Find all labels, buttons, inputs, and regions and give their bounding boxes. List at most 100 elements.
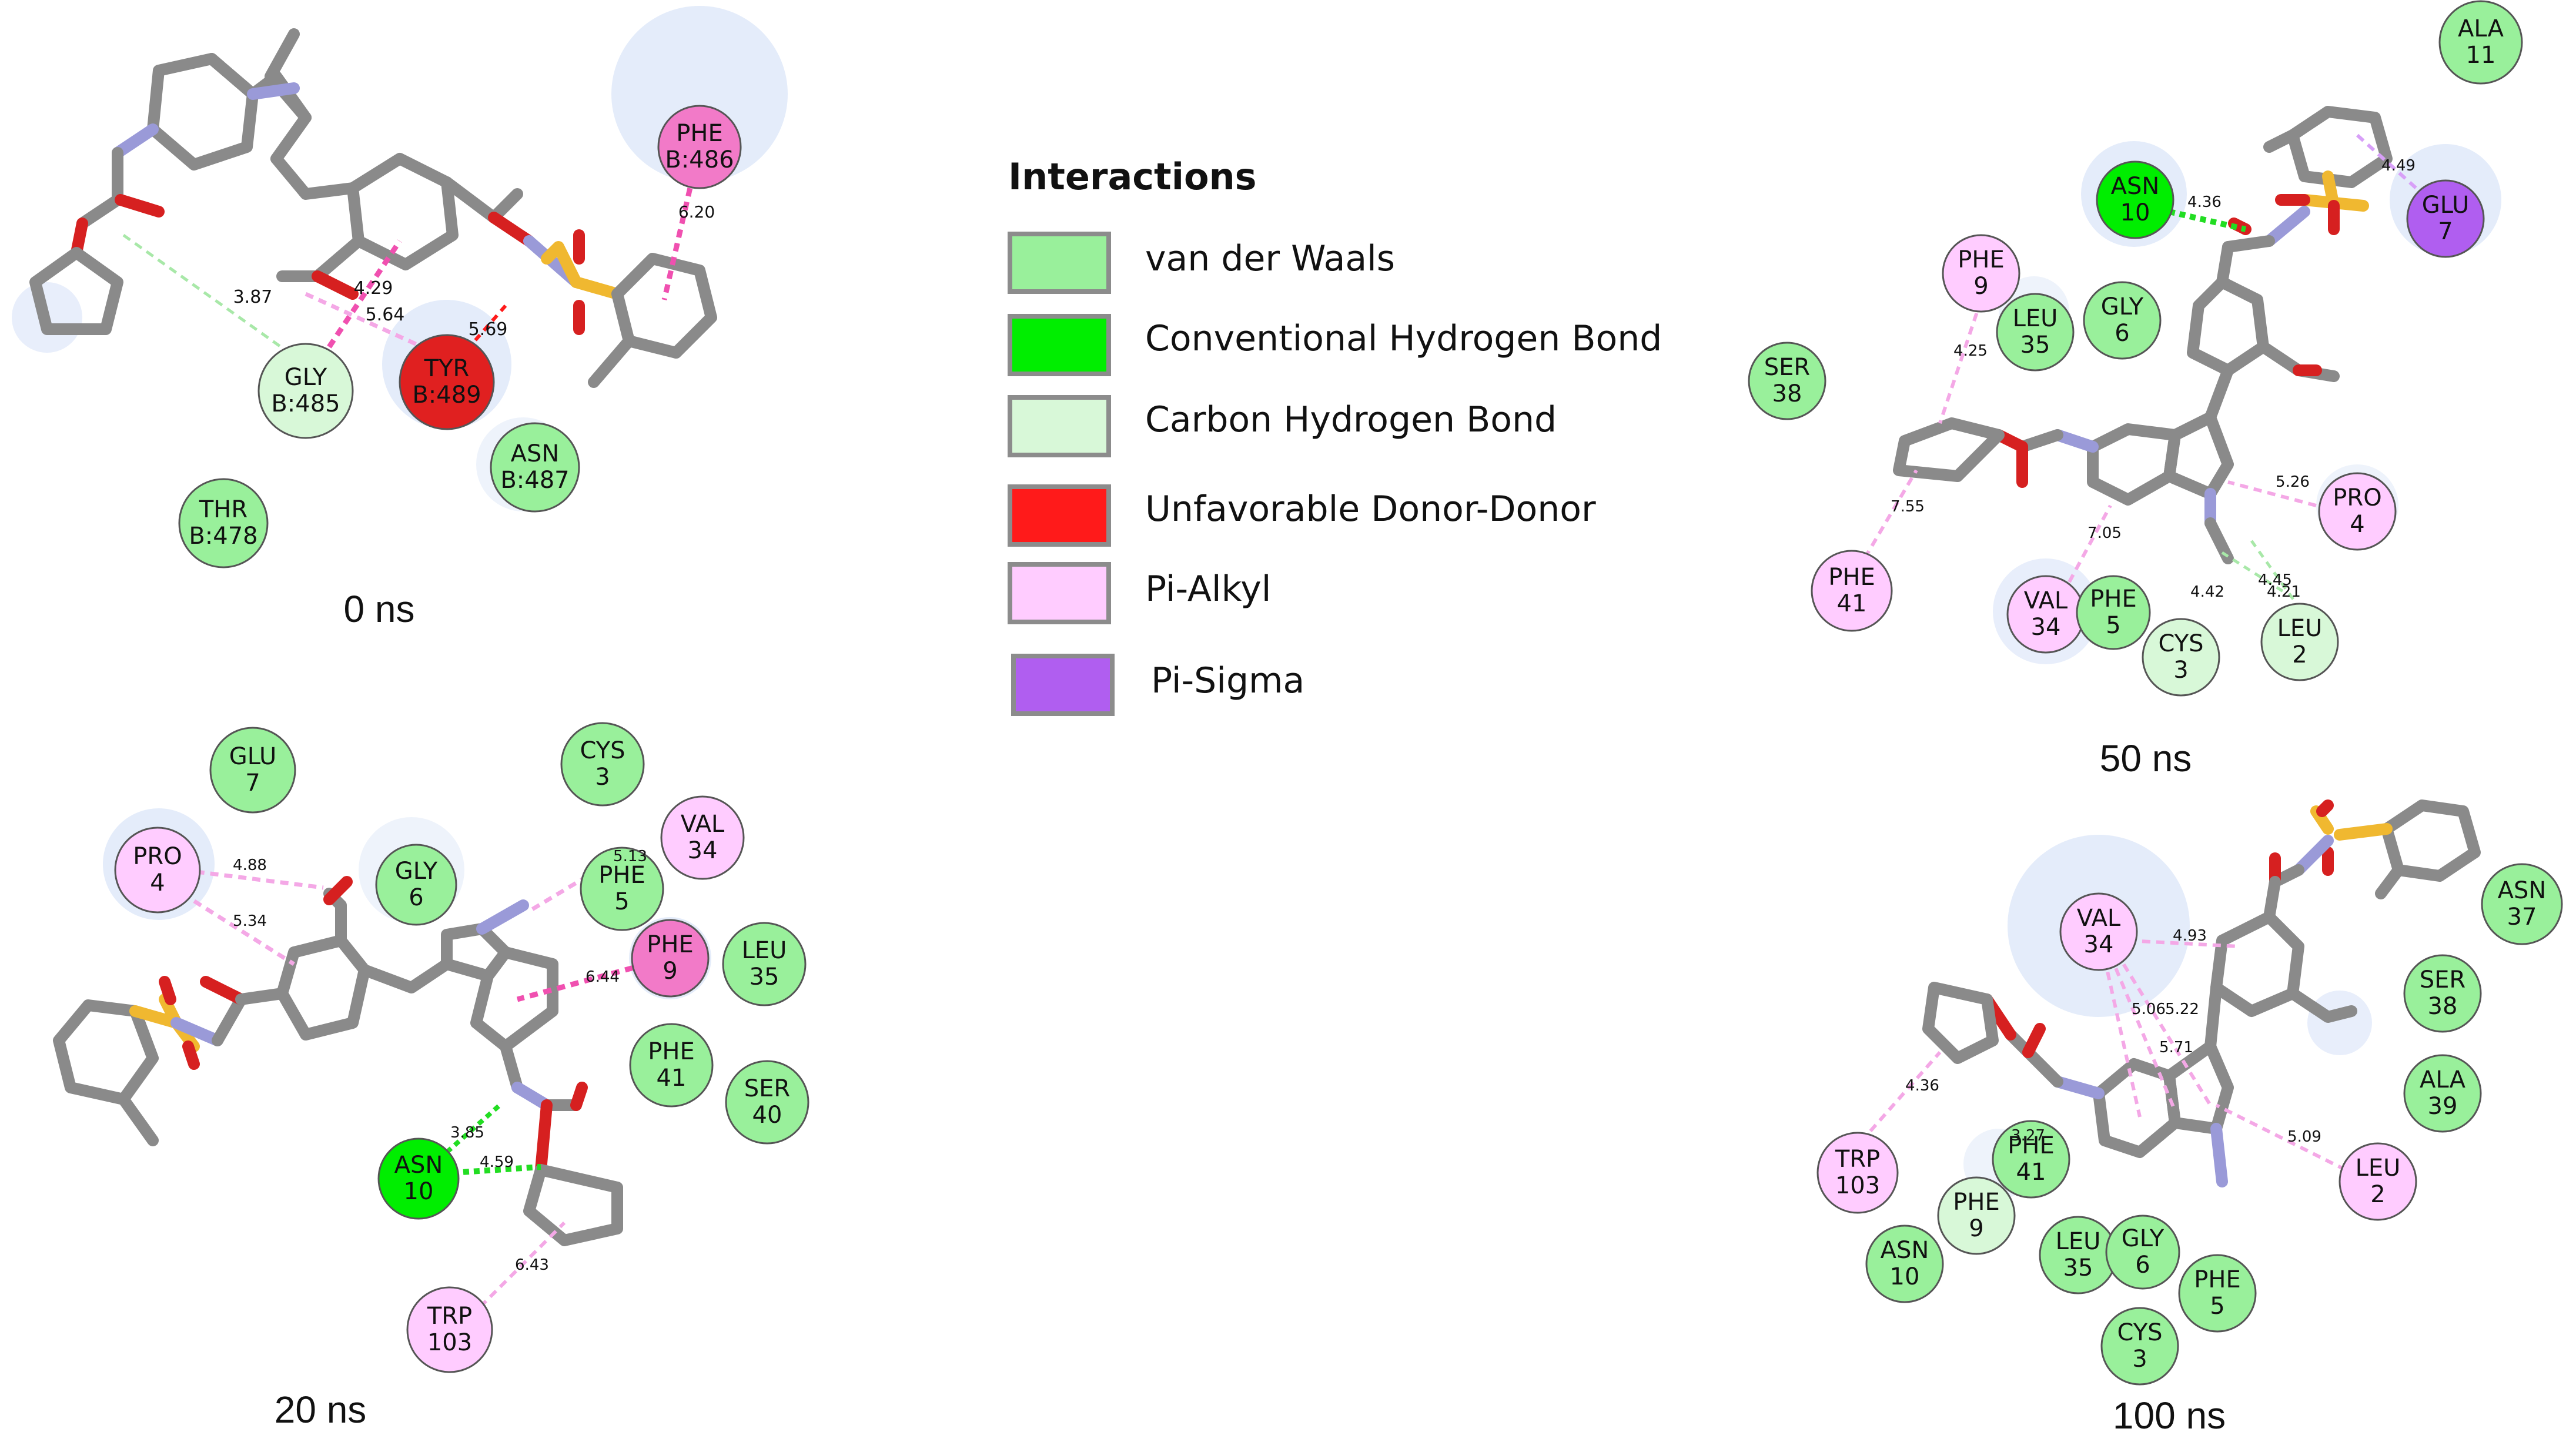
bond: [2334, 823, 2393, 841]
distance-label: 5.22: [2165, 1001, 2199, 1018]
residue-gly-6: GLY 6: [2105, 1215, 2180, 1290]
bond: [182, 1041, 200, 1070]
residue-label: GLY: [395, 858, 438, 885]
residue-number: 3: [595, 764, 610, 791]
residue-phe-5: PHE 5: [2076, 575, 2151, 650]
residue-label: ASN: [511, 440, 560, 467]
legend-title: Interactions: [1008, 155, 1257, 198]
residue-ser-40: SER 40: [725, 1060, 809, 1145]
pyrrole-ring: [2163, 1041, 2234, 1135]
distance-label: 4.93: [2173, 927, 2207, 945]
carbon-h-bond-line: [122, 233, 307, 366]
residue-number: 6: [2135, 1252, 2150, 1279]
panel-caption: 50 ns: [2100, 737, 2192, 779]
residue-pro-4: PRO 4: [114, 827, 201, 914]
ligand-0ns: [29, 28, 717, 388]
residue-node: [722, 922, 807, 1006]
residue-number: 5: [2210, 1293, 2224, 1320]
residue-node: [406, 1286, 493, 1373]
residue-label: CYS: [2158, 630, 2203, 657]
residue-node: [2083, 281, 2162, 360]
residue-label: PRO: [2333, 484, 2381, 511]
residue-phe-9: PHE 9: [1937, 1176, 2016, 1255]
residue-label: ASN: [2111, 173, 2160, 200]
distance-label: 4.36: [1905, 1077, 1939, 1095]
residue-label: PHE: [1953, 1189, 1999, 1216]
residue-label: SER: [2420, 966, 2465, 993]
bond: [2316, 799, 2334, 817]
residue-label: GLY: [2122, 1225, 2164, 1252]
residue-label: CYS: [580, 737, 625, 764]
bond: [570, 1082, 588, 1111]
residue-gly-6: GLY 6: [2083, 281, 2162, 360]
residue-label: TYR: [424, 355, 470, 382]
bond: [2052, 429, 2099, 453]
residue-cys-3: CYS 3: [2100, 1307, 2179, 1386]
residue-tyr-b489: TYR B:489: [399, 334, 495, 430]
legend-swatch: [1008, 232, 1111, 294]
bond: [2204, 364, 2234, 423]
legend-item-van-der-waals: van der Waals: [1008, 232, 1395, 294]
residue-node: [2096, 160, 2174, 239]
residue-number: 34: [2031, 614, 2061, 641]
residue-label: VAL: [2077, 905, 2121, 932]
residue-phe-41: PHE 41: [1811, 550, 1893, 632]
residue-number: 3: [2132, 1346, 2147, 1373]
cyclopentyl-ring: [1893, 417, 2005, 482]
residue-label: TRP: [1835, 1146, 1880, 1173]
residue-number: 7: [2438, 218, 2453, 245]
distance-label: 4.29: [354, 278, 393, 299]
residue-node: [399, 334, 495, 430]
residue-node: [490, 422, 580, 513]
legend-label: Pi-Sigma: [1151, 660, 1304, 701]
residue-number: B:485: [271, 390, 340, 417]
bond: [535, 1099, 553, 1176]
pi-alkyl-line: [528, 874, 589, 914]
residue-node: [2318, 472, 2397, 551]
residue-label: THR: [199, 496, 247, 523]
residue-number: 6: [2115, 320, 2129, 347]
residue-asn-10: ASN 10: [377, 1137, 460, 1220]
residue-number: B:486: [665, 146, 734, 173]
distance-label: 5.71: [2159, 1039, 2193, 1056]
residue-phe-9: PHE 9: [631, 919, 710, 998]
panel-20ns: GLU 7 CYS 3 VAL 34 PRO 4 GLY 6 PHE 5: [53, 722, 809, 1431]
residue-ala-39: ALA 39: [2403, 1054, 2482, 1133]
distance-label: 4.36: [2187, 193, 2222, 211]
pi-alkyl-line: [2215, 1103, 2347, 1172]
indole-benzene-ring: [2087, 423, 2181, 506]
residue-label: PHE: [648, 1038, 694, 1065]
bond: [570, 276, 623, 300]
bond: [476, 899, 529, 935]
bond: [2375, 864, 2404, 899]
bond: [76, 194, 123, 229]
residue-label: ASN: [394, 1152, 443, 1179]
panel-caption: 20 ns: [275, 1389, 367, 1431]
residue-label: PHE: [1828, 564, 1875, 591]
residue-number: 103: [1835, 1172, 1880, 1199]
residue-cys-3: CYS 3: [560, 722, 645, 807]
residue-number: 10: [2120, 199, 2150, 226]
distance-label: 5.06: [2132, 1001, 2166, 1018]
residue-node: [2403, 954, 2482, 1033]
panel-0ns: PHE B:486 GLY B:485 TYR B:489 ASN B:487 …: [12, 6, 788, 630]
residue-number: 6: [409, 884, 423, 911]
legend-label: van der Waals: [1145, 238, 1395, 279]
residue-pro-4: PRO 4: [2318, 472, 2397, 551]
residue-ser-38: SER 38: [1748, 342, 1826, 420]
indole-benzene-ring: [2093, 1058, 2181, 1158]
residue-node: [2260, 603, 2339, 681]
residue-number: B:478: [189, 523, 257, 550]
residue-number: 34: [688, 837, 718, 864]
residue-ala-11: ALA 11: [2438, 0, 2523, 85]
residue-node: [209, 727, 296, 814]
residue-gly-6: GLY 6: [375, 844, 457, 926]
residue-number: 37: [2507, 904, 2537, 931]
legend-item-unfavorable-donor-donor: Unfavorable Donor-Donor: [1008, 484, 1596, 547]
benzamide-ring: [2187, 276, 2269, 376]
residue-node: [560, 722, 645, 807]
legend-swatch: [1011, 654, 1115, 716]
bond: [115, 194, 165, 218]
ligand-20ns: [53, 876, 623, 1246]
